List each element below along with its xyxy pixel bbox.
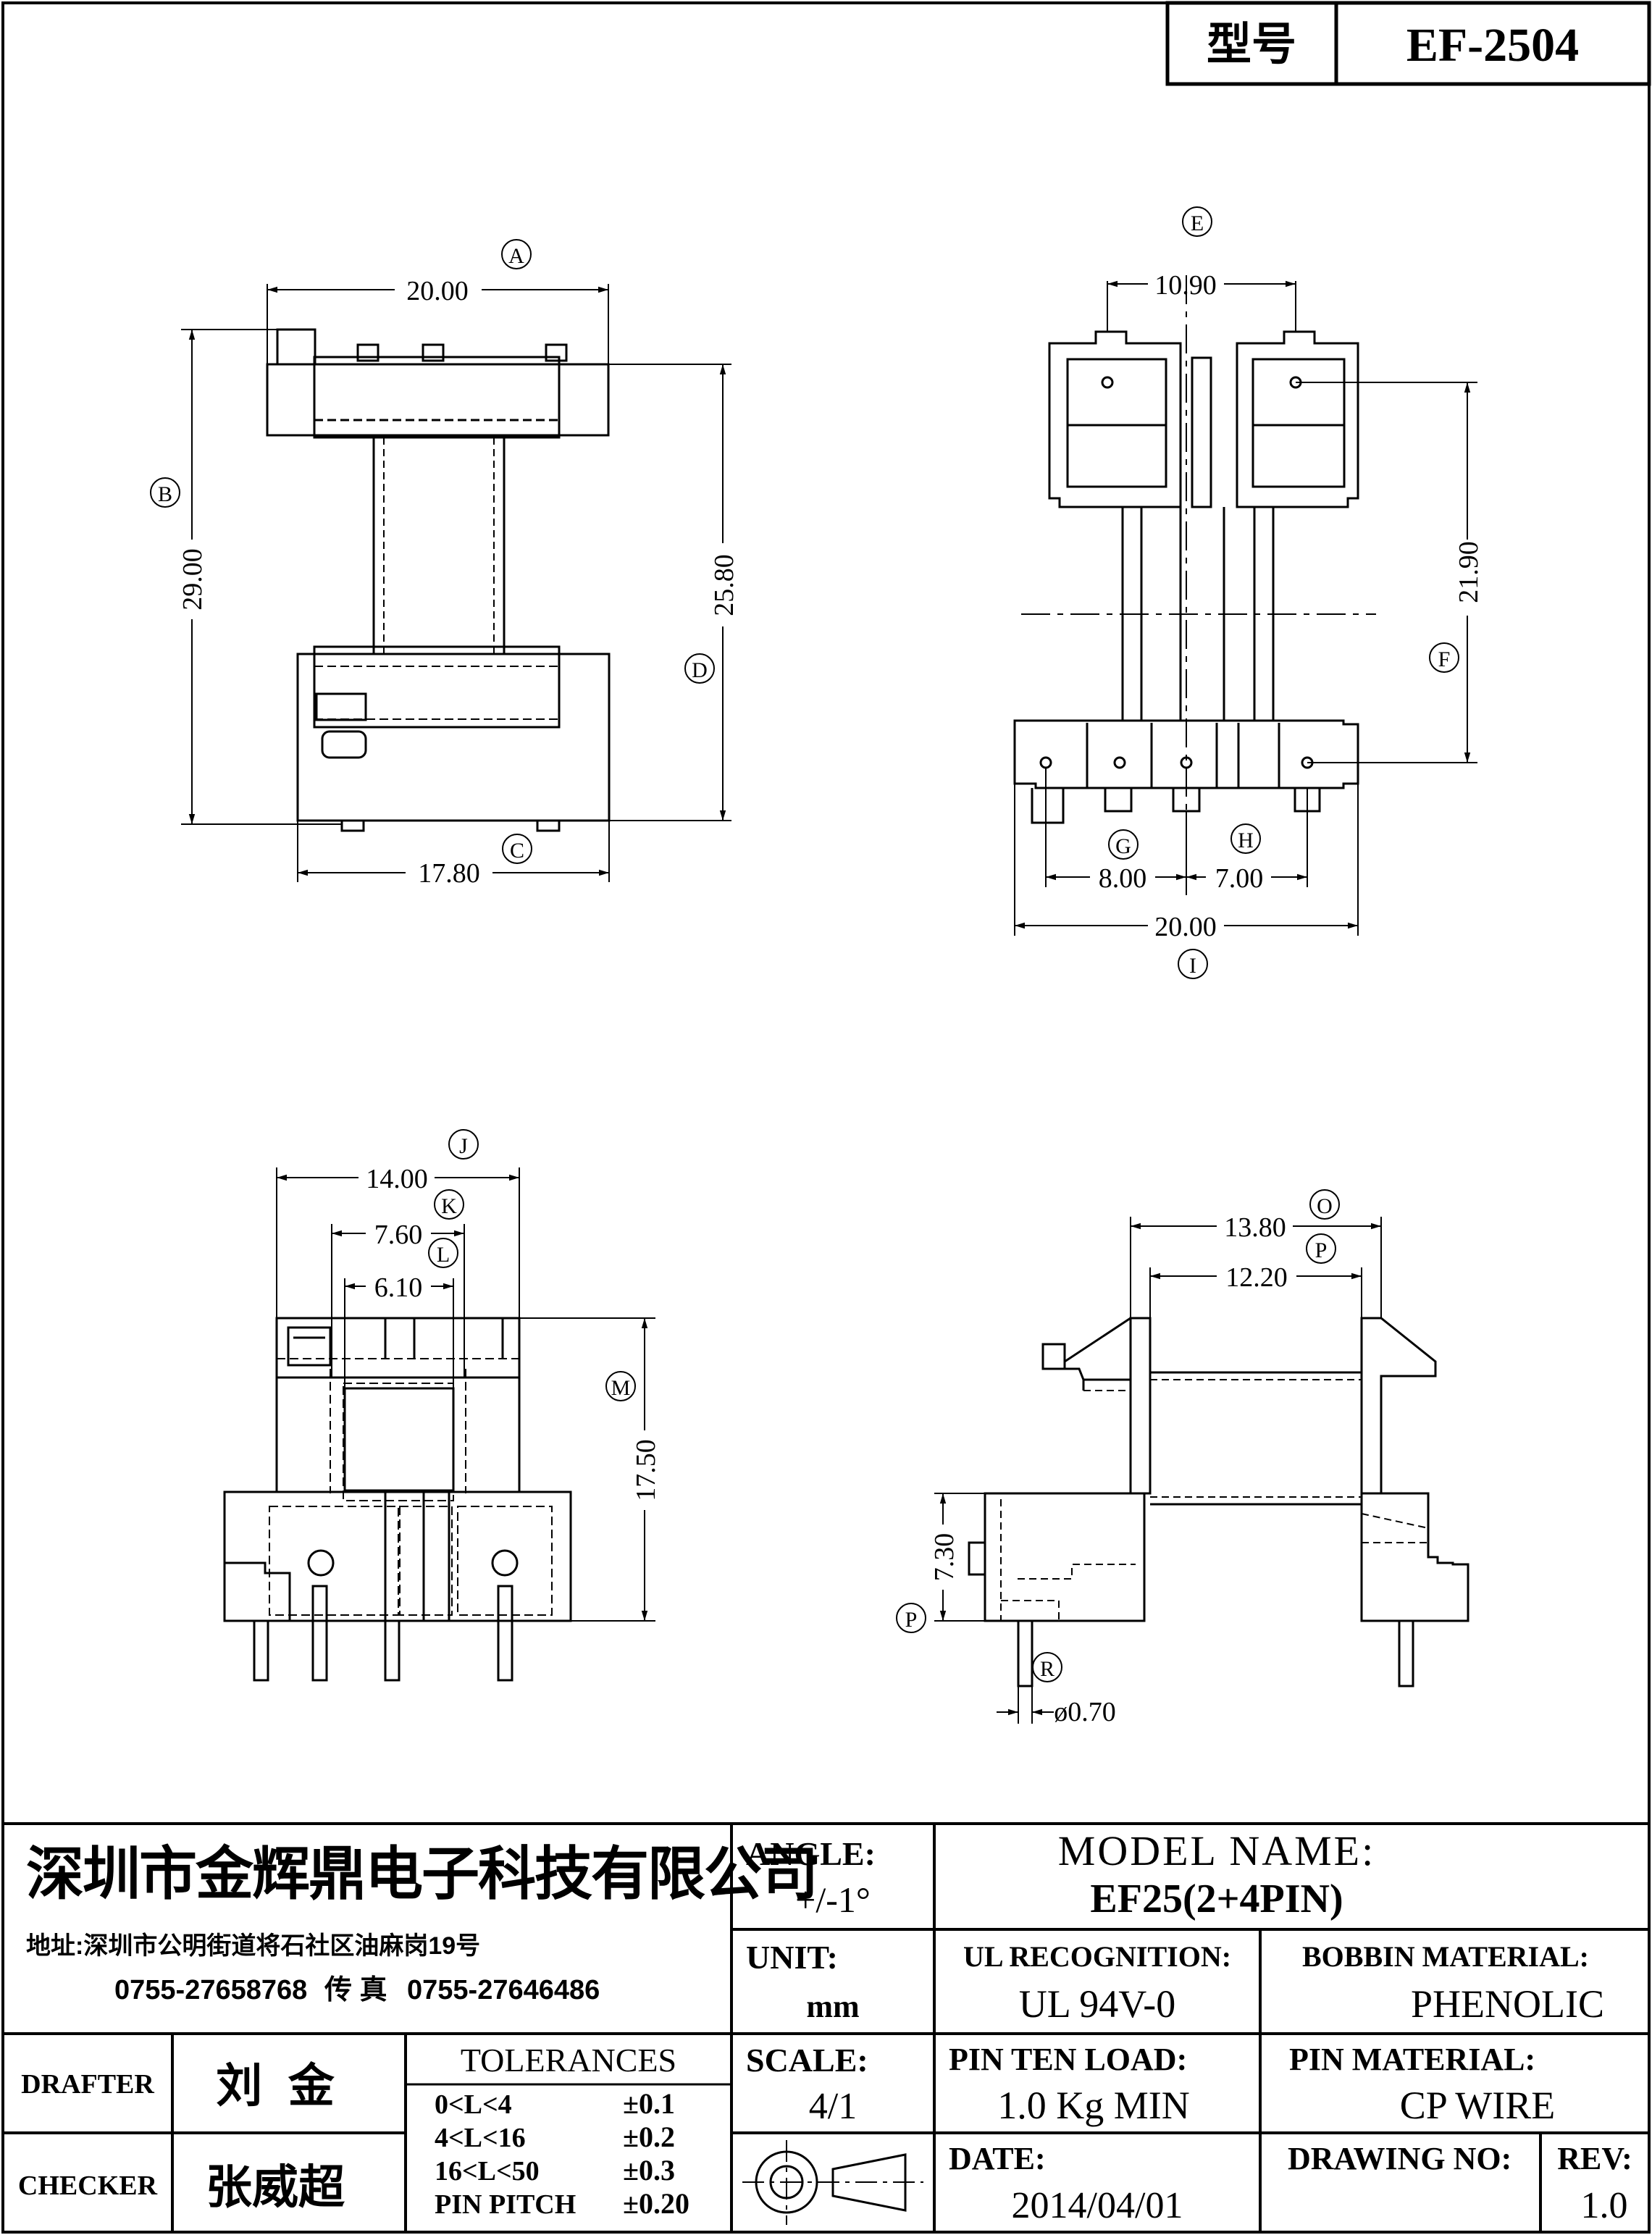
rev-value: 1.0 — [1581, 2185, 1628, 2226]
dim-a-value: 20.00 — [406, 276, 469, 306]
tag-g: G — [1115, 834, 1131, 858]
date-label: DATE: — [949, 2141, 1046, 2176]
tolerance-value-3: ±0.20 — [623, 2187, 689, 2220]
tolerance-value-0: ±0.1 — [623, 2087, 675, 2120]
scale-value: 4/1 — [809, 2086, 857, 2127]
tag-p2: P — [905, 1608, 918, 1632]
front-view-labels: 20.00 29.00 17.80 25.80 A B D C — [158, 244, 739, 889]
angle-label: ANGLE: — [746, 1835, 876, 1872]
tag-e: E — [1191, 211, 1204, 235]
dim-r-value: ø0.70 — [1054, 1697, 1116, 1727]
company-fax-label: 传 真 — [324, 1975, 387, 2005]
dim-b-value: 29.00 — [177, 548, 208, 611]
company-address: 地址:深圳市公明街道将石社区油麻岗19号 — [26, 1932, 480, 1960]
tag-k: K — [441, 1194, 457, 1218]
checker-name: 张威超 — [206, 2161, 345, 2213]
title-block-text: 深圳市金辉鼎电子科技有限公司 地址:深圳市公明街道将石社区油麻岗19号 0755… — [18, 1827, 1632, 2226]
front-view — [151, 240, 731, 882]
tolerance-range-1: 4<L<16 — [435, 2123, 526, 2153]
dim-h-value: 7.00 — [1215, 863, 1264, 894]
profile-view-labels: 13.80 12.20 7.30 ø0.70 O P P R — [905, 1194, 1333, 1727]
tag-i: I — [1189, 954, 1196, 978]
dim-l-value: 6.10 — [374, 1272, 423, 1303]
tag-h: H — [1238, 829, 1254, 852]
dim-g-value: 8.00 — [1099, 863, 1147, 894]
checker-label: CHECKER — [18, 2171, 158, 2201]
dim-o-value: 13.80 — [1224, 1212, 1286, 1243]
tag-l: L — [437, 1243, 450, 1267]
tag-j: J — [459, 1134, 468, 1158]
company-fax: 0755-27646486 — [407, 1975, 600, 2005]
company-name: 深圳市金辉鼎电子科技有限公司 — [26, 1842, 817, 1906]
tag-p: P — [1315, 1238, 1328, 1262]
pin-material-value: CP WIRE — [1400, 2084, 1556, 2127]
company-phone: 0755-27658768 — [114, 1975, 307, 2005]
profile-view — [897, 1190, 1468, 1724]
unit-label: UNIT: — [746, 1939, 838, 1976]
tolerance-value-1: ±0.2 — [623, 2121, 675, 2153]
header-model-value: EF-2504 — [1406, 19, 1579, 72]
tolerance-range-3: PIN PITCH — [435, 2189, 576, 2220]
pin-load-value: 1.0 Kg MIN — [997, 2084, 1190, 2127]
drawing-no-label: DRAWING NO: — [1288, 2141, 1511, 2176]
model-name-label: MODEL NAME: — [1058, 1827, 1375, 1874]
tag-b: B — [158, 482, 172, 506]
pin-material-label: PIN MATERIAL: — [1289, 2042, 1535, 2077]
dim-p-value: 12.20 — [1225, 1262, 1288, 1293]
tag-c: C — [510, 839, 524, 863]
tag-r: R — [1040, 1657, 1054, 1681]
drafter-name: 刘 金 — [216, 2060, 335, 2112]
rev-label: REV: — [1557, 2141, 1632, 2176]
date-value: 2014/04/01 — [1012, 2185, 1183, 2226]
side-view-labels: 10.90 21.90 8.00 7.00 20.00 E F G H I — [1099, 211, 1484, 978]
bobbin-label: BOBBIN MATERIAL: — [1302, 1940, 1589, 1973]
model-name-value: EF25(2+4PIN) — [1090, 1877, 1343, 1921]
bottom-view-labels: 14.00 7.60 6.10 17.50 J K L M — [366, 1134, 661, 1501]
header-model-label: 型号 — [1207, 20, 1296, 70]
ul-value: UL 94V-0 — [1019, 1982, 1176, 2026]
title-block — [3, 1822, 1649, 2232]
dim-p2-value: 7.30 — [929, 1533, 960, 1582]
dim-m-value: 17.50 — [631, 1439, 661, 1501]
dim-i-value: 20.00 — [1154, 912, 1217, 942]
header-model-box: 型号 EF-2504 — [1165, 1, 1651, 86]
angle-value: +/-1° — [795, 1879, 871, 1920]
projection-symbol — [742, 2140, 923, 2225]
unit-value: mm — [806, 1989, 859, 2024]
ul-label: UL RECOGNITION: — [963, 1940, 1231, 1973]
dim-d-value: 25.80 — [709, 554, 739, 616]
side-view — [1015, 207, 1477, 978]
bobbin-value: PHENOLIC — [1411, 1982, 1604, 2026]
tag-d: D — [692, 658, 708, 682]
tolerances-label: TOLERANCES — [461, 2042, 676, 2079]
dim-j-value: 14.00 — [366, 1164, 428, 1194]
tag-m: M — [611, 1376, 631, 1400]
dim-k-value: 7.60 — [374, 1220, 423, 1250]
tag-o: O — [1317, 1194, 1333, 1218]
scale-label: SCALE: — [746, 2042, 868, 2079]
dim-f-value: 21.90 — [1454, 541, 1484, 603]
pin-load-label: PIN TEN LOAD: — [949, 2042, 1187, 2077]
tolerance-range-2: 16<L<50 — [435, 2156, 540, 2186]
tolerance-range-0: 0<L<4 — [435, 2089, 512, 2120]
drafter-label: DRAFTER — [21, 2069, 154, 2100]
tolerance-value-2: ±0.3 — [623, 2154, 675, 2186]
dim-c-value: 17.80 — [418, 858, 480, 889]
bottom-view — [225, 1130, 655, 1680]
tag-f: F — [1438, 647, 1451, 671]
dim-e-value: 10.90 — [1154, 270, 1217, 301]
tag-a: A — [508, 244, 524, 268]
